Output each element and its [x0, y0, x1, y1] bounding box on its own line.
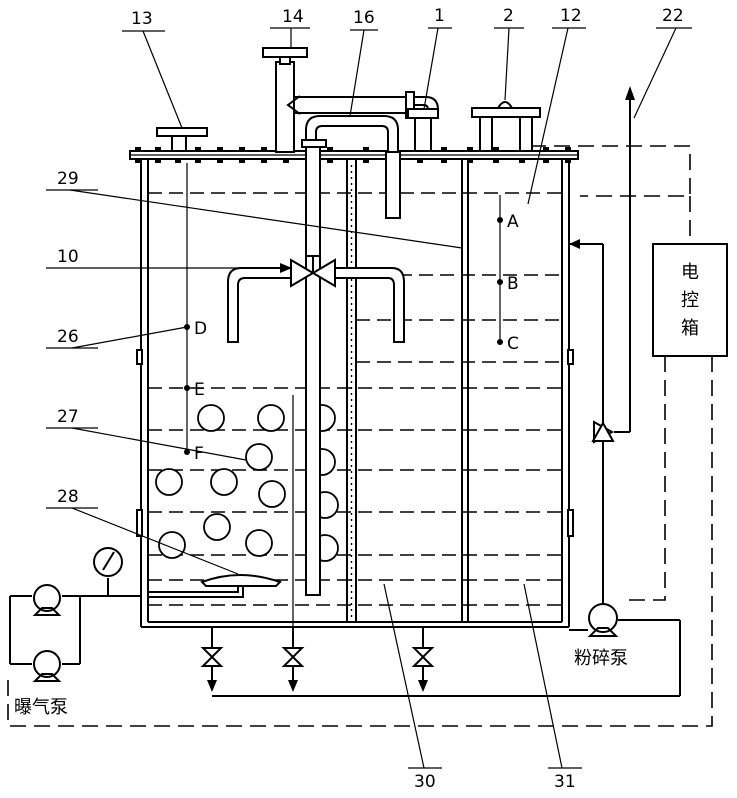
control-box: 电 控 箱 — [652, 243, 728, 357]
lid-bolt — [493, 159, 499, 163]
partition-wall-29 — [461, 159, 469, 622]
point-b-label: B — [507, 274, 519, 294]
crusher-pump-icon — [587, 603, 619, 637]
lid-bolt — [493, 147, 499, 151]
point-a — [497, 217, 503, 223]
lid-bolt — [155, 159, 161, 163]
media-ball — [245, 529, 273, 557]
lid-bolt — [565, 147, 571, 151]
lid-bolt — [135, 159, 141, 163]
control-box-label-1: 电 — [681, 262, 699, 283]
label-14: 14 — [282, 7, 304, 27]
lid-bolt — [543, 147, 549, 151]
point-f — [184, 449, 190, 455]
lid-bolt — [155, 147, 161, 151]
drain-valve-icon — [411, 627, 435, 692]
lid-bolt — [195, 147, 201, 151]
crusher-pump-label: 粉碎泵 — [574, 648, 628, 669]
lid-bolt — [467, 159, 473, 163]
lid-bolt — [363, 147, 369, 151]
label-16: 16 — [353, 8, 375, 28]
point-c — [497, 339, 503, 345]
lid-bolt — [327, 147, 333, 151]
recirculation-valve — [591, 420, 615, 444]
lid-bolt — [217, 159, 223, 163]
lid-bolt — [135, 147, 141, 151]
aeration-system: 曝气泵 — [9, 547, 141, 718]
label-10: 10 — [57, 247, 79, 267]
valve-10 — [290, 255, 336, 288]
control-wiring — [7, 145, 713, 727]
aeration-pump-label: 曝气泵 — [14, 697, 68, 718]
drain-valve-icon — [281, 627, 305, 692]
partition-membrane-wall — [346, 159, 357, 622]
level-probe-abc: A B C — [497, 195, 519, 354]
point-a-label: A — [507, 212, 519, 232]
lid-bolt — [441, 147, 447, 151]
lid-bolt — [441, 159, 447, 163]
callout-labels: 13 14 16 1 2 12 22 29 10 26 27 28 30 31 — [57, 6, 684, 792]
label-31: 31 — [554, 772, 576, 792]
control-box-label-2: 控 — [681, 290, 699, 311]
lid-bolt — [543, 159, 549, 163]
aeration-pump-1-icon — [32, 584, 62, 616]
label-30: 30 — [414, 772, 436, 792]
lid-bolt — [467, 147, 473, 151]
label-12: 12 — [560, 6, 582, 26]
drain-valve-icon — [200, 627, 224, 692]
lid-bolt — [175, 159, 181, 163]
media-ball — [158, 531, 186, 559]
central-riser-pipe — [227, 139, 405, 596]
aeration-pump-2-icon — [32, 650, 62, 682]
lid-bolt — [195, 159, 201, 163]
label-28: 28 — [57, 487, 79, 507]
lid-bolt — [217, 147, 223, 151]
point-b — [497, 279, 503, 285]
lid-bolt — [261, 147, 267, 151]
top-pipework — [156, 47, 541, 219]
leader-lines — [46, 27, 692, 769]
point-d-label: D — [194, 319, 207, 339]
lid-bolt — [417, 159, 423, 163]
media-ball — [245, 443, 273, 471]
media-ball — [155, 468, 183, 496]
media-ball — [258, 480, 286, 508]
label-27: 27 — [57, 407, 79, 427]
carrier-media — [155, 404, 339, 562]
label-29: 29 — [57, 169, 79, 189]
lid-bolt — [261, 159, 267, 163]
label-22: 22 — [662, 6, 684, 26]
lid-bolt — [327, 159, 333, 163]
media-ball — [257, 404, 285, 432]
drain-valves — [200, 627, 435, 692]
lid-bolt — [239, 159, 245, 163]
media-ball — [203, 513, 231, 541]
level-probe-def: D E F — [184, 163, 207, 464]
label-13: 13 — [131, 9, 153, 29]
label-1: 1 — [434, 6, 445, 26]
point-e — [184, 385, 190, 391]
lid-bolt — [519, 159, 525, 163]
label-2: 2 — [503, 6, 514, 26]
media-ball — [197, 404, 225, 432]
tank-lid — [129, 150, 579, 160]
point-c-label: C — [507, 334, 519, 354]
media-ball — [210, 468, 238, 496]
lid-bolt — [363, 159, 369, 163]
aerator-disc — [147, 574, 282, 598]
lid-bolt — [283, 159, 289, 163]
lid-bolt — [239, 147, 245, 151]
label-26: 26 — [57, 327, 79, 347]
point-e-label: E — [194, 380, 205, 400]
control-box-label-3: 箱 — [681, 318, 699, 339]
point-f-label: F — [194, 444, 204, 464]
